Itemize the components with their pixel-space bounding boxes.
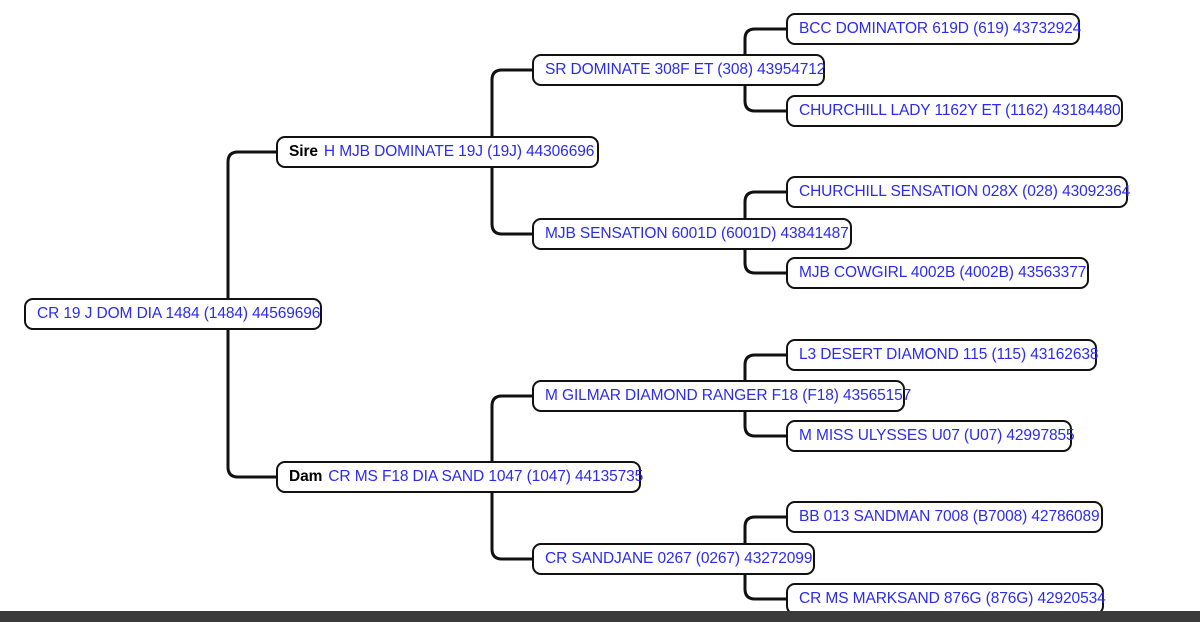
node-dam-dam-dam-name: CR MS MARKSAND 876G (876G) 42920534 (799, 590, 1106, 607)
node-sire-sire-dam[interactable]: CHURCHILL LADY 1162Y ET (1162) 43184480 (786, 95, 1123, 127)
node-sire-dam-sire-name: CHURCHILL SENSATION 028X (028) 43092364 (799, 183, 1131, 200)
node-dam-dam-name: CR SANDJANE 0267 (0267) 43272099 (545, 550, 813, 567)
connector-root-to-sire (226, 150, 276, 314)
node-sire-sire-dam-name: CHURCHILL LADY 1162Y ET (1162) 43184480 (799, 102, 1121, 119)
node-sire-dam-dam-name: MJB COWGIRL 4002B (4002B) 43563377 (799, 264, 1087, 281)
node-sire-dam-sire[interactable]: CHURCHILL SENSATION 028X (028) 43092364 (786, 176, 1131, 208)
node-dam-sire[interactable]: M GILMAR DIAMOND RANGER F18 (F18) 435651… (532, 380, 911, 412)
node-sire-dam[interactable]: MJB SENSATION 6001D (6001D) 43841487 (532, 218, 852, 250)
node-root-name: CR 19 J DOM DIA 1484 (1484) 44569696 (37, 305, 321, 322)
node-dam-dam-sire-name: BB 013 SANDMAN 7008 (B7008) 42786089 (799, 508, 1100, 525)
node-dam-dam-dam[interactable]: CR MS MARKSAND 876G (876G) 42920534 (786, 583, 1106, 615)
node-dam-sire-dam[interactable]: M MISS ULYSSES U07 (U07) 42997855 (786, 420, 1075, 452)
node-sire[interactable]: Sire H MJB DOMINATE 19J (19J) 44306696 (276, 136, 599, 168)
node-sire-name: H MJB DOMINATE 19J (19J) 44306696 (323, 143, 595, 160)
node-dam-sire-name: M GILMAR DIAMOND RANGER F18 (F18) 435651… (545, 387, 912, 404)
node-dam-dam[interactable]: CR SANDJANE 0267 (0267) 43272099 (532, 543, 815, 575)
node-sire-sire-sire-name: BCC DOMINATOR 619D (619) 43732924 (799, 20, 1082, 37)
node-dam-role: Dam (289, 468, 323, 485)
node-dam-name: CR MS F18 DIA SAND 1047 (1047) 44135735 (328, 468, 644, 485)
connector-root-to-dam (226, 314, 276, 479)
node-sire-sire-sire[interactable]: BCC DOMINATOR 619D (619) 43732924 (786, 13, 1082, 45)
node-sire-role: Sire (289, 143, 318, 160)
node-sire-dam-dam[interactable]: MJB COWGIRL 4002B (4002B) 43563377 (786, 257, 1089, 289)
node-sire-sire-name: SR DOMINATE 308F ET (308) 43954712 (545, 61, 826, 78)
node-dam-dam-sire[interactable]: BB 013 SANDMAN 7008 (B7008) 42786089 (786, 501, 1103, 533)
node-root[interactable]: CR 19 J DOM DIA 1484 (1484) 44569696 (24, 298, 322, 330)
horizontal-scrollbar[interactable] (0, 611, 1200, 622)
node-dam-sire-dam-name: M MISS ULYSSES U07 (U07) 42997855 (799, 427, 1075, 444)
node-sire-sire[interactable]: SR DOMINATE 308F ET (308) 43954712 (532, 54, 825, 86)
node-sire-dam-name: MJB SENSATION 6001D (6001D) 43841487 (545, 225, 849, 242)
node-dam-sire-sire[interactable]: L3 DESERT DIAMOND 115 (115) 43162638 (786, 339, 1099, 371)
node-dam[interactable]: Dam CR MS F18 DIA SAND 1047 (1047) 44135… (276, 461, 644, 493)
node-dam-sire-sire-name: L3 DESERT DIAMOND 115 (115) 43162638 (799, 346, 1099, 363)
